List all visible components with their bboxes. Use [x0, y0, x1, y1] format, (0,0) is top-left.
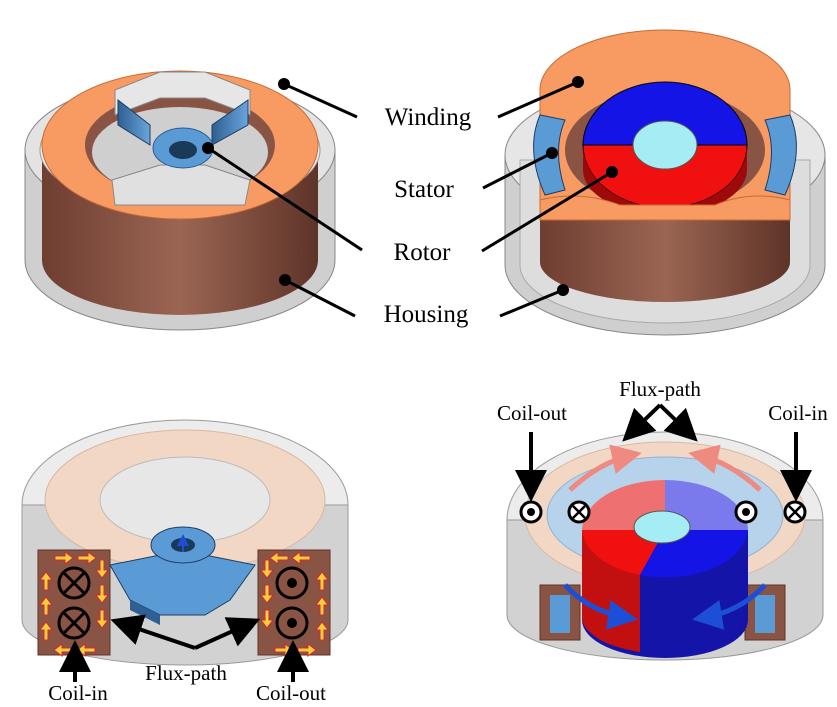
br-label-coil-in: Coil-in: [768, 401, 828, 425]
label-housing: Housing: [384, 301, 469, 328]
motor-bottom-right: [506, 431, 824, 661]
label-rotor: Rotor: [394, 239, 452, 266]
br-label-coil-out: Coil-out: [497, 401, 567, 425]
coil-in-cross-left: [57, 566, 91, 640]
br-label-flux-path: Flux-path: [619, 377, 701, 401]
motor-top-right: [504, 29, 826, 336]
bl-label-coil-out: Coil-out: [256, 681, 326, 705]
label-winding: Winding: [385, 104, 472, 131]
br-coil-symbols: [519, 500, 807, 524]
bottom-right-arrows: [515, 403, 812, 502]
bottom-left-arrows: [59, 614, 309, 682]
motor-top-left: [24, 70, 336, 331]
label-stator: Stator: [394, 176, 454, 203]
bl-label-flux-path: Flux-path: [145, 661, 227, 685]
coil-out-dot-right: [275, 566, 309, 640]
bl-label-coil-in: Coil-in: [48, 681, 108, 705]
top-leaders: [202, 76, 618, 318]
